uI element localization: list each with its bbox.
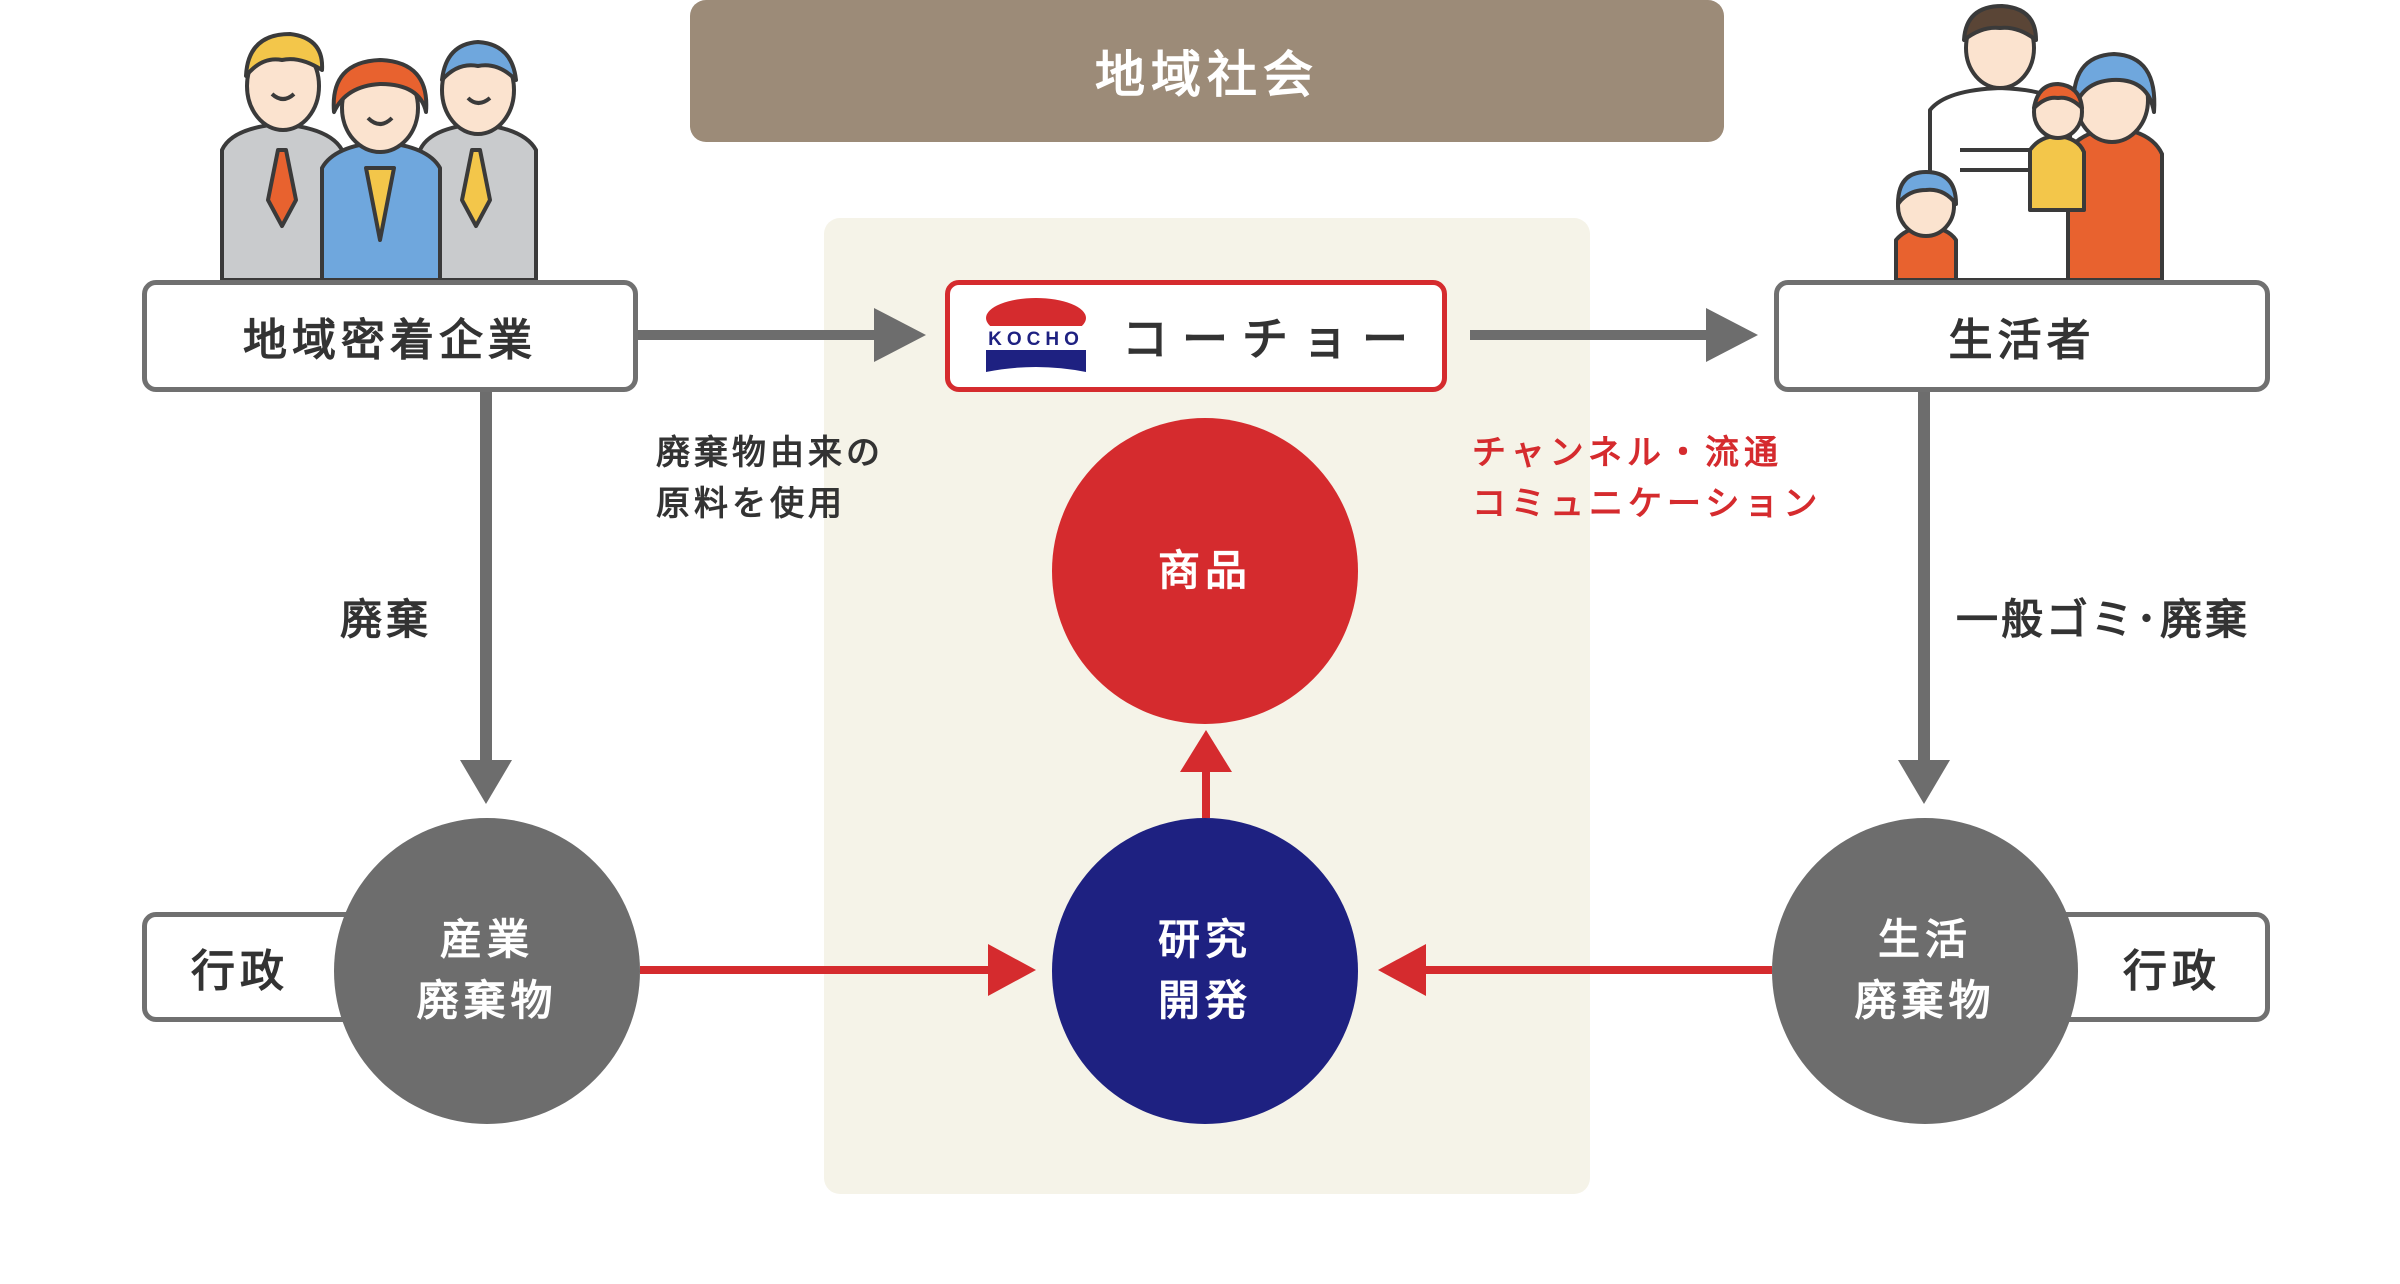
rd-circle: 研究 開発: [1052, 818, 1358, 1124]
arrow-company-to-industrial-waste: [460, 392, 512, 804]
product-circle: 商品: [1052, 418, 1358, 724]
channel-label: チャンネル・流通 コミュニケーション: [1472, 428, 1822, 530]
rd-label-line1: 研究: [1157, 915, 1252, 965]
waste-raw-line2: 原料を使用: [656, 484, 846, 524]
arrow-household-to-rd: [1378, 944, 1772, 996]
channel-line1: チャンネル・流通: [1472, 433, 1783, 473]
kocho-logo: KOCHO: [984, 296, 1088, 376]
household-waste-line2: 廃棄物: [1854, 976, 1996, 1025]
consumer-box: 生活者: [1774, 280, 2270, 392]
household-waste-circle: 生活 廃棄物: [1772, 818, 2078, 1124]
local-company-box: 地域密着企業: [142, 280, 638, 392]
product-label: 商品: [1157, 545, 1252, 595]
waste-raw-material-label: 廃棄物由来の 原料を使用: [656, 428, 884, 530]
kocho-logo-text: KOCHO: [988, 329, 1084, 350]
arrow-rd-to-product: [1180, 730, 1232, 818]
arrow-consumer-to-household-waste: [1898, 392, 1950, 804]
discard-label: 廃棄: [340, 595, 433, 644]
rd-label-line2: 開発: [1157, 976, 1252, 1025]
industrial-waste-circle: 産業 廃棄物: [334, 818, 640, 1124]
general-discard-label: 一般ゴミ･廃棄: [1956, 595, 2251, 644]
family-illustration: [1894, 4, 2164, 282]
industrial-waste-line1: 産業: [439, 915, 534, 965]
arrow-industrial-to-rd: [640, 944, 1036, 996]
household-waste-line1: 生活: [1877, 915, 1972, 965]
arrow-company-to-kocho: [638, 308, 926, 362]
industrial-waste-line2: 廃棄物: [416, 976, 558, 1025]
kocho-box: KOCHO コーチョー: [945, 280, 1447, 392]
channel-line2: コミュニケーション: [1472, 484, 1823, 524]
arrow-kocho-to-consumer: [1470, 308, 1758, 362]
kocho-name: コーチョー: [1122, 312, 1422, 366]
waste-raw-line1: 廃棄物由来の: [656, 433, 884, 473]
business-people-illustration: [220, 32, 538, 282]
title-bar: 地域社会: [690, 0, 1724, 142]
